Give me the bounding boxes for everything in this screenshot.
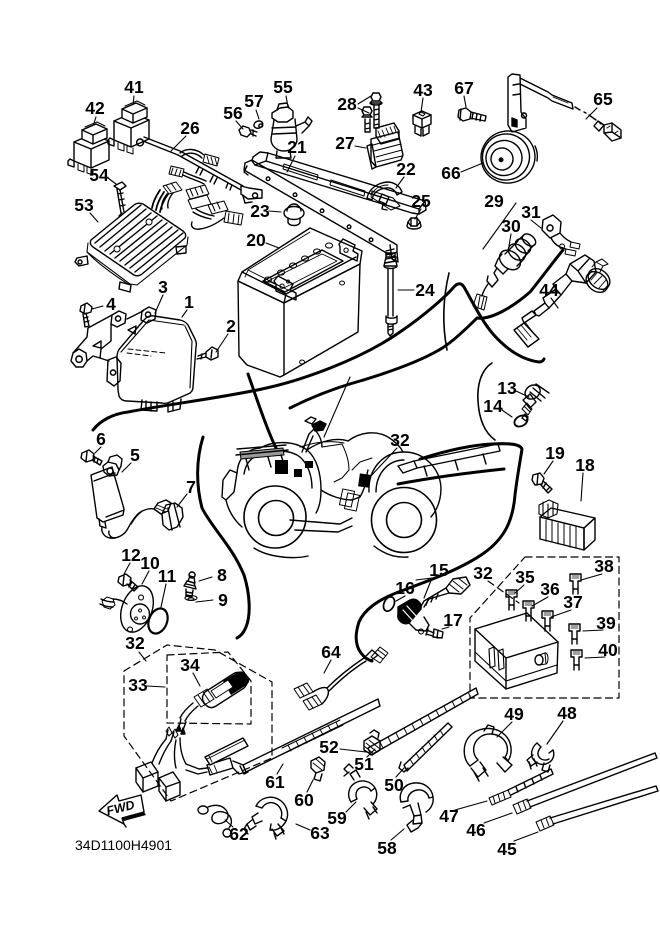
- svg-text:10: 10: [140, 553, 160, 573]
- svg-text:47: 47: [439, 806, 458, 826]
- svg-text:50: 50: [384, 775, 404, 795]
- svg-text:15: 15: [429, 560, 449, 580]
- svg-text:37: 37: [563, 592, 582, 612]
- svg-text:41: 41: [124, 77, 144, 97]
- svg-text:31: 31: [521, 202, 541, 222]
- svg-text:51: 51: [354, 754, 374, 774]
- svg-text:61: 61: [265, 772, 285, 792]
- svg-text:38: 38: [594, 556, 614, 576]
- svg-text:35: 35: [515, 567, 535, 587]
- svg-text:30: 30: [501, 216, 521, 236]
- svg-text:18: 18: [575, 455, 595, 475]
- svg-text:56: 56: [223, 103, 243, 123]
- svg-text:62: 62: [229, 824, 249, 844]
- svg-text:54: 54: [89, 165, 109, 185]
- svg-text:57: 57: [244, 91, 263, 111]
- svg-text:55: 55: [273, 77, 293, 97]
- svg-text:43: 43: [413, 80, 433, 100]
- svg-text:64: 64: [321, 642, 341, 662]
- svg-text:34D1100H4901: 34D1100H4901: [75, 837, 172, 853]
- svg-text:FWD: FWD: [105, 798, 136, 818]
- svg-text:23: 23: [250, 201, 270, 221]
- svg-text:49: 49: [504, 704, 524, 724]
- svg-text:29: 29: [484, 191, 504, 211]
- svg-text:39: 39: [596, 613, 616, 633]
- svg-text:24: 24: [415, 280, 435, 300]
- svg-text:2: 2: [226, 316, 236, 336]
- svg-text:34: 34: [180, 655, 200, 675]
- svg-text:32: 32: [125, 633, 145, 653]
- svg-text:45: 45: [497, 839, 517, 859]
- svg-text:26: 26: [180, 118, 200, 138]
- svg-text:42: 42: [85, 98, 105, 118]
- svg-text:19: 19: [545, 443, 565, 463]
- svg-text:48: 48: [557, 703, 577, 723]
- svg-text:58: 58: [377, 838, 397, 858]
- svg-text:5: 5: [130, 445, 140, 465]
- svg-text:7: 7: [186, 477, 196, 497]
- svg-text:9: 9: [218, 590, 228, 610]
- svg-text:36: 36: [540, 579, 560, 599]
- svg-text:65: 65: [593, 89, 613, 109]
- svg-text:63: 63: [310, 823, 330, 843]
- svg-text:17: 17: [443, 610, 462, 630]
- svg-text:4: 4: [106, 294, 116, 314]
- svg-text:27: 27: [335, 133, 354, 153]
- svg-text:46: 46: [466, 820, 486, 840]
- svg-text:21: 21: [287, 137, 307, 157]
- svg-text:14: 14: [483, 396, 503, 416]
- svg-text:59: 59: [327, 808, 347, 828]
- svg-text:67: 67: [454, 78, 473, 98]
- svg-text:33: 33: [128, 675, 148, 695]
- svg-text:13: 13: [497, 378, 517, 398]
- svg-text:8: 8: [217, 565, 227, 585]
- svg-text:66: 66: [441, 163, 461, 183]
- svg-text:6: 6: [96, 429, 106, 449]
- svg-text:28: 28: [337, 94, 357, 114]
- svg-text:20: 20: [246, 230, 266, 250]
- svg-text:32: 32: [390, 430, 410, 450]
- svg-text:3: 3: [158, 277, 168, 297]
- svg-text:53: 53: [74, 195, 94, 215]
- svg-text:16: 16: [395, 578, 415, 598]
- svg-text:25: 25: [411, 191, 431, 211]
- svg-text:44: 44: [539, 280, 559, 300]
- svg-text:40: 40: [598, 640, 618, 660]
- svg-text:1: 1: [184, 292, 194, 312]
- svg-text:52: 52: [319, 737, 339, 757]
- svg-text:12: 12: [121, 545, 141, 565]
- svg-text:32: 32: [473, 563, 493, 583]
- svg-text:11: 11: [158, 566, 177, 586]
- svg-text:60: 60: [294, 790, 314, 810]
- svg-text:22: 22: [396, 159, 416, 179]
